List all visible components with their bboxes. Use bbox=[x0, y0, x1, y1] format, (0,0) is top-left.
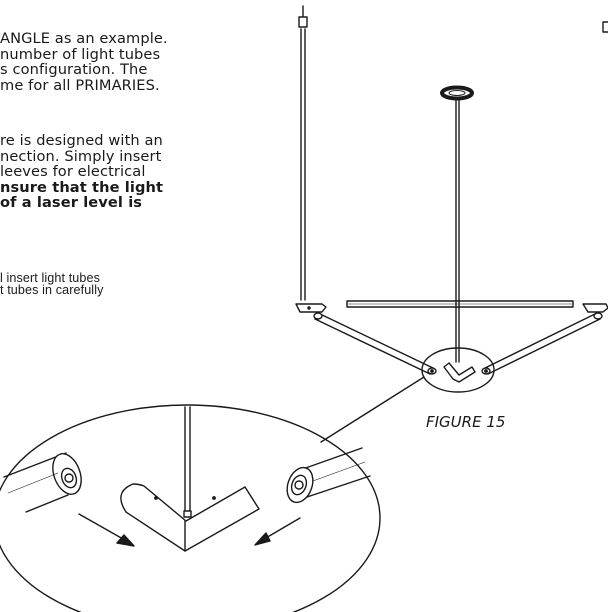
text-line: t tubes in carefully bbox=[0, 283, 104, 297]
magnified-detail-view bbox=[0, 404, 381, 612]
text-line: re is designed with an bbox=[0, 132, 163, 149]
text-line: nection. Simply insert bbox=[0, 147, 162, 165]
bold-text-line: nsure that the light bbox=[0, 178, 164, 196]
right-corner-connector bbox=[582, 303, 608, 313]
figure-caption: FIGURE 15 bbox=[426, 413, 506, 431]
text-line: s configuration. The bbox=[0, 61, 148, 78]
text-line: leeves for electrical bbox=[0, 163, 146, 180]
left-diagonal-tube bbox=[313, 312, 437, 375]
left-corner-connector bbox=[295, 303, 327, 313]
left-suspension-cable bbox=[298, 5, 308, 301]
rear-light-tube bbox=[346, 300, 574, 308]
instruction-paragraph-1: ANGLE as an example. number of light tub… bbox=[0, 31, 168, 93]
callout-leader-line bbox=[320, 376, 425, 443]
right-insertion-arrow bbox=[254, 517, 301, 546]
text-line: l insert light tubes bbox=[0, 271, 101, 285]
bold-text-line: of a laser level is bbox=[0, 194, 143, 211]
instruction-paragraph-3: l insert light tubes t tubes in carefull… bbox=[0, 271, 104, 297]
center-canopy bbox=[440, 85, 474, 363]
right-diagonal-tube bbox=[481, 312, 603, 375]
text-line: ANGLE as an example. bbox=[0, 30, 168, 47]
right-suspension-cable bbox=[602, 21, 608, 33]
text-line: me for all PRIMARIES. bbox=[0, 76, 160, 94]
text-line: number of light tubes bbox=[0, 45, 161, 63]
detail-highlight-ellipse bbox=[421, 347, 495, 393]
instruction-paragraph-2: re is designed with an nection. Simply i… bbox=[0, 133, 163, 211]
left-insertion-arrow bbox=[78, 513, 135, 547]
